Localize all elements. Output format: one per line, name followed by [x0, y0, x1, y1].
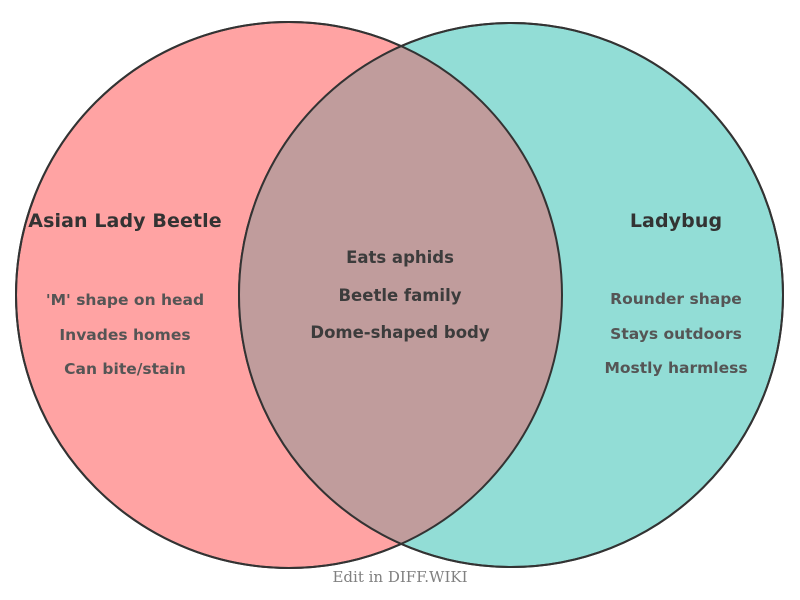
venn-overlap-region[interactable]	[239, 23, 783, 567]
edit-in-diff-wiki-link[interactable]: Edit in DIFF.WIKI	[332, 568, 468, 586]
venn-circle-left-outline	[15, 21, 563, 569]
venn-circle-right-outline	[238, 22, 784, 568]
